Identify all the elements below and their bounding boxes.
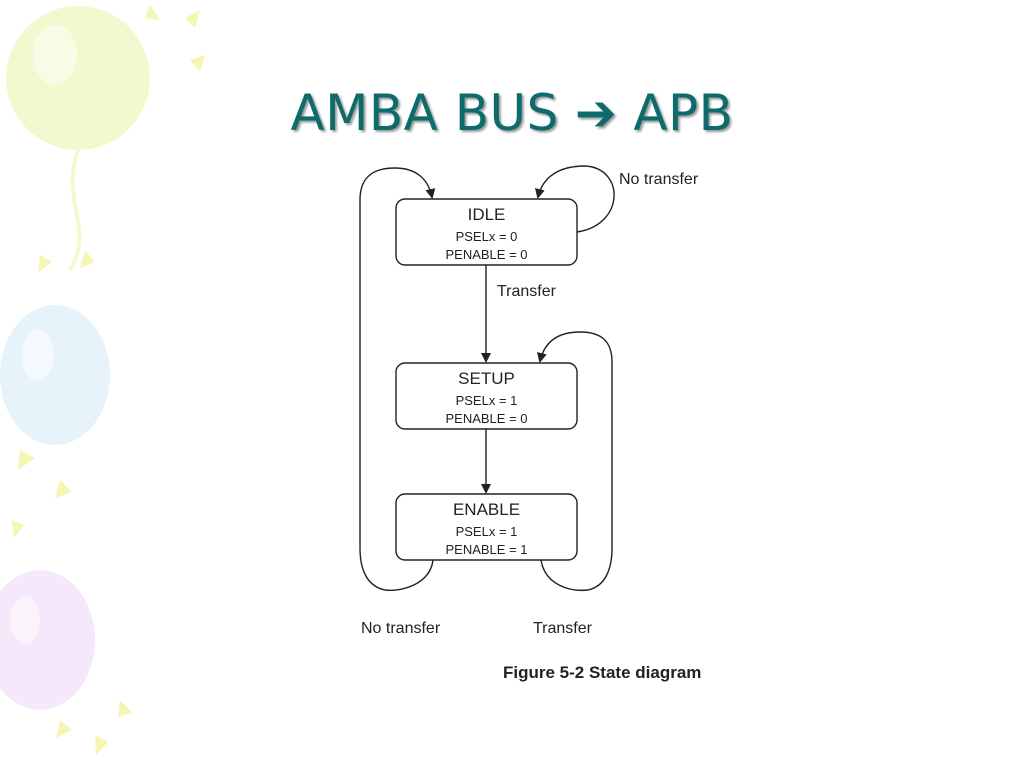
state-idle-penable: PENABLE = 0	[445, 247, 527, 262]
state-setup-label: SETUP	[458, 369, 515, 388]
slide-title: AMBA BUS ➔ APB	[0, 84, 1024, 142]
state-setup-penable: PENABLE = 0	[445, 411, 527, 426]
edge-label-enable-to-setup: Transfer	[533, 620, 593, 637]
state-setup-psel: PSELx = 1	[456, 393, 518, 408]
state-enable-box	[395, 493, 578, 561]
edge-idle-self-loop	[534, 165, 615, 233]
sparkle-decoration	[12, 5, 205, 755]
state-enable-label: ENABLE	[453, 500, 520, 519]
edge-label-enable-to-idle: No transfer	[361, 620, 441, 637]
title-text-right: APB	[633, 84, 734, 142]
edge-enable-to-idle	[359, 167, 436, 592]
state-idle-psel: PSELx = 0	[456, 229, 518, 244]
state-enable-penable: PENABLE = 1	[445, 542, 527, 557]
state-idle-label: IDLE	[468, 205, 506, 224]
balloon-decoration-purple	[0, 570, 95, 710]
state-enable-psel: PSELx = 1	[456, 524, 518, 539]
figure-caption: Figure 5-2 State diagram	[503, 663, 701, 682]
state-idle: IDLE PSELx = 0 PENABLE = 0	[395, 198, 578, 266]
state-enable: ENABLE PSELx = 1 PENABLE = 1	[395, 493, 578, 561]
right-arrow-icon: ➔	[574, 84, 618, 142]
edge-label-idle-self: No transfer	[619, 171, 699, 188]
balloon-decoration-blue	[0, 305, 110, 445]
balloon-decoration-green	[6, 6, 150, 272]
title-text-left: AMBA BUS	[290, 84, 559, 142]
edge-label-idle-to-setup: Transfer	[497, 283, 557, 300]
edge-enable-to-setup	[536, 331, 613, 592]
state-setup: SETUP PSELx = 1 PENABLE = 0	[395, 362, 578, 430]
